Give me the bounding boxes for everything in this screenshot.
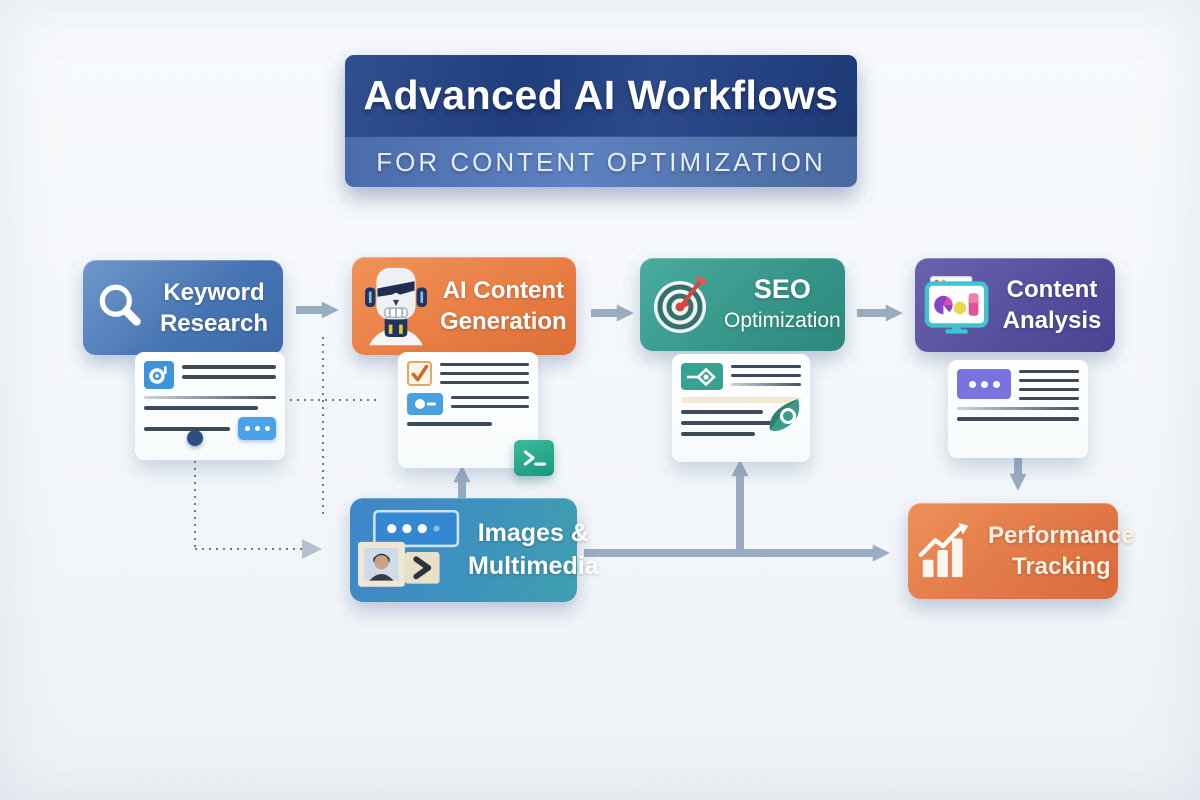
title-banner: Advanced AI Workflows FOR CONTENT OPTIMI… — [345, 55, 857, 187]
text-line — [182, 375, 276, 379]
seo-card — [672, 354, 810, 462]
text-line — [182, 365, 276, 369]
banner-title-section: Advanced AI Workflows — [345, 55, 857, 136]
text-line — [144, 396, 276, 399]
node-seo-optimization: SEO Optimization — [640, 258, 845, 351]
node-label: Images & Multimedia — [468, 519, 599, 580]
text-line — [407, 422, 493, 426]
connector-dot — [187, 430, 203, 446]
text-line — [957, 407, 1079, 410]
node-label: SEO Optimization — [724, 273, 841, 332]
content-analysis-card — [948, 360, 1088, 458]
node-performance-tracking: Performance Tracking — [908, 503, 1135, 599]
keyword-tool-tile-icon — [144, 361, 174, 389]
growth-bars-icon — [908, 521, 988, 581]
text-line — [731, 374, 801, 377]
dots-tile-icon — [957, 369, 1011, 399]
analytics-monitor-icon — [915, 273, 1001, 337]
text-line — [731, 383, 801, 386]
target-dart-icon — [640, 273, 724, 337]
seo-scan-tile-icon — [681, 363, 723, 390]
leaf-magnifier-icon — [766, 396, 806, 439]
robot-icon — [352, 264, 440, 348]
text-line — [1019, 379, 1079, 382]
page-subtitle: FOR CONTENT OPTIMIZATION — [376, 147, 826, 177]
node-keyword-research: Keyword Research — [83, 260, 283, 355]
node-ai-content-generation: AI Content Generation — [352, 257, 576, 355]
node-label: AI Content Generation — [440, 277, 567, 335]
text-line — [1019, 370, 1079, 373]
media-gallery-icon — [350, 507, 468, 593]
page-title: Advanced AI Workflows — [363, 72, 839, 118]
text-line — [440, 363, 529, 366]
text-line — [144, 426, 230, 431]
text-line — [440, 381, 529, 384]
text-line — [144, 406, 258, 410]
text-line — [451, 396, 529, 399]
ellipsis-icon — [968, 380, 1000, 388]
more-dots-button — [238, 417, 276, 440]
highlight-line — [681, 397, 801, 403]
toggle-tile-icon — [407, 393, 443, 415]
text-line — [1019, 397, 1079, 400]
node-label: Content Analysis — [1002, 276, 1102, 334]
node-content-analysis: Content Analysis — [915, 258, 1115, 352]
node-label: Performance Tracking — [988, 522, 1135, 580]
node-label: Keyword Research — [159, 278, 269, 337]
text-line — [440, 372, 529, 375]
node-images-multimedia: Images & Multimedia — [350, 498, 599, 602]
banner-subtitle-section: FOR CONTENT OPTIMIZATION — [345, 136, 857, 187]
ai-content-card — [398, 352, 554, 476]
terminal-tile-icon — [514, 440, 554, 476]
text-line — [681, 432, 756, 436]
text-line — [731, 365, 801, 368]
text-line — [1019, 388, 1079, 391]
keyword-research-card — [135, 352, 285, 460]
ellipsis-icon — [244, 426, 270, 431]
text-line — [451, 405, 529, 408]
text-line — [681, 410, 763, 414]
search-icon — [83, 281, 159, 335]
checkbox-tile-icon — [407, 361, 432, 386]
text-line — [957, 417, 1079, 421]
text-line — [681, 421, 777, 425]
